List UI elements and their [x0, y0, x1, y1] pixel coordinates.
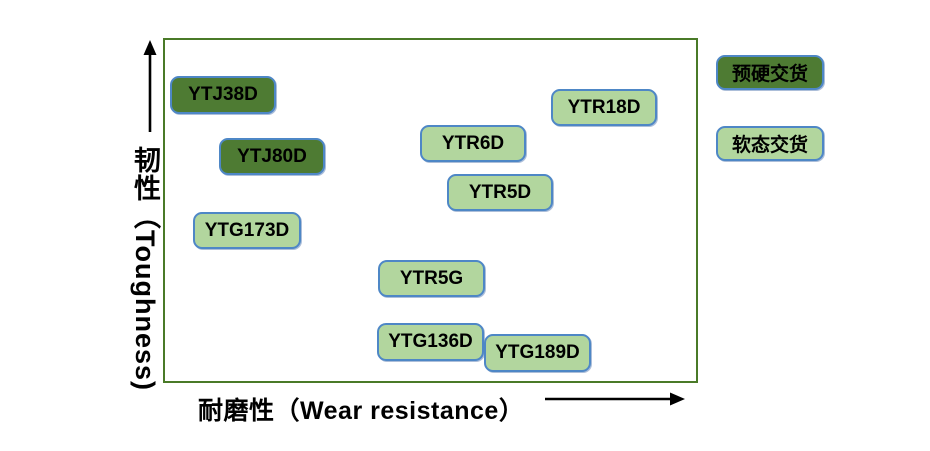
grade-box-ytr6d: YTR6D: [420, 125, 526, 162]
grade-box-ytg189d: YTG189D: [484, 334, 591, 372]
grade-label: YTJ80D: [237, 145, 307, 167]
legend-soft: 软态交货: [716, 126, 824, 161]
plot-area: [163, 38, 698, 383]
grade-label: YTG189D: [495, 342, 580, 363]
grade-box-ytr5d: YTR5D: [447, 174, 553, 211]
grade-label: YTJ38D: [188, 84, 258, 105]
grade-box-ytj38d: YTJ38D: [170, 76, 276, 114]
grade-label: YTR6D: [441, 132, 505, 154]
legend-label: 软态交货: [731, 135, 808, 156]
grade-label: YTG136D: [388, 331, 473, 352]
grade-label: YTG173D: [204, 219, 290, 241]
grade-label: YTR18D: [567, 96, 641, 118]
legend-pre-hardened: 预硬交货: [716, 55, 824, 90]
legend-label: 预硬交货: [731, 64, 808, 85]
x-axis-arrow-icon: [545, 392, 685, 406]
grade-label: YTR5G: [399, 267, 464, 289]
x-axis-label: 耐磨性（Wear resistance）: [198, 397, 525, 425]
y-axis-label: 韧性（Toughness): [130, 146, 160, 391]
grade-box-ytg173d: YTG173D: [193, 212, 301, 249]
grade-label: YTR5D: [468, 181, 532, 203]
grade-box-ytg136d: YTG136D: [377, 323, 484, 361]
grade-box-ytr18d: YTR18D: [551, 89, 657, 126]
grade-box-ytj80d: YTJ80D: [219, 138, 325, 175]
y-axis-arrow-icon: [143, 40, 157, 132]
grade-box-ytr5g: YTR5G: [378, 260, 485, 297]
